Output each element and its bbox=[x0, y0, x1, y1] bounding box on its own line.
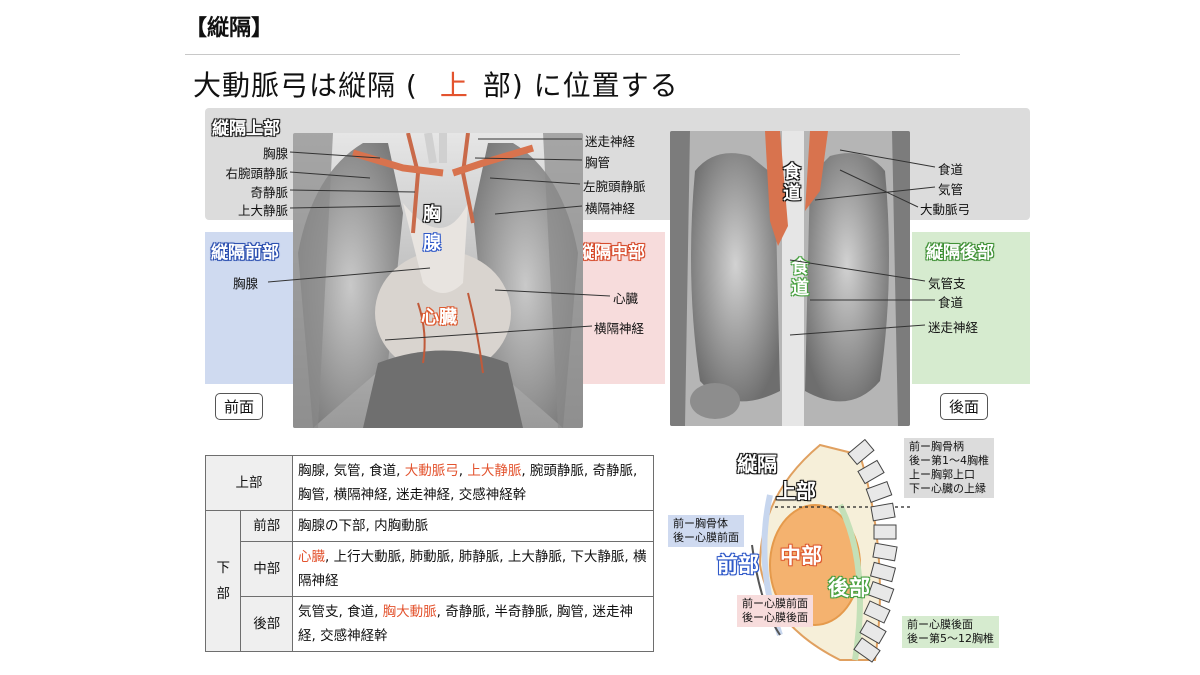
middle-band bbox=[570, 232, 665, 384]
divider bbox=[185, 54, 960, 55]
headline: 大動脈弓は縦隔 ( 上部) に位置する bbox=[193, 64, 679, 104]
front-anatomy-illustration bbox=[293, 133, 583, 428]
headline-answer: 上 bbox=[439, 69, 469, 102]
front-label-vagus-nerve: 迷走神経 bbox=[585, 134, 636, 149]
front-label-thymus: 胸腺 bbox=[262, 146, 288, 161]
diagram-label-middle: 中部 bbox=[780, 544, 822, 568]
diagram-title-mediastinum: 縦隔 bbox=[737, 452, 777, 476]
front-label-azygos-vein: 奇静脈 bbox=[250, 185, 288, 200]
back-label-esophagus: 食道 bbox=[938, 162, 964, 177]
front-label-phrenic-nerve-2: 横隔神経 bbox=[594, 321, 645, 336]
table-header-posterior: 後部 bbox=[240, 596, 293, 652]
table-header-middle: 中部 bbox=[240, 541, 293, 597]
back-view-tag: 後面 bbox=[940, 393, 989, 420]
table-cell-middle: 心臓, 上行大動脈, 肺動脈, 肺静脈, 上大静脈, 下大静脈, 横隔神経 bbox=[292, 541, 654, 597]
diagram-title-upper: 上部 bbox=[776, 479, 816, 503]
headline-after: 部) に位置する bbox=[482, 69, 679, 102]
front-label-heart: 心臓 bbox=[613, 291, 639, 306]
mediastinum-table: 上部 胸腺, 気管, 食道, 大動脈弓, 上大静脈, 腕頭静脈, 奇静脈, 胸管… bbox=[204, 455, 654, 652]
posterior-band bbox=[912, 232, 1030, 384]
front-label-right-brachiocephalic-vein: 右腕頭静脈 bbox=[225, 166, 288, 181]
heart-overlay: 心臓 bbox=[421, 307, 457, 328]
note-anterior-boundaries: 前ー胸骨体 後ー心膜前面 bbox=[668, 515, 744, 547]
headline-before: 大動脈弓は縦隔 ( bbox=[193, 69, 418, 102]
table-row-middle: 中部 心臓, 上行大動脈, 肺動脈, 肺静脈, 上大静脈, 下大静脈, 横隔神経 bbox=[206, 541, 654, 597]
front-view-tag: 前面 bbox=[215, 393, 264, 420]
back-label-trachea: 気管 bbox=[938, 182, 964, 197]
table-cell-upper: 胸腺, 気管, 食道, 大動脈弓, 上大静脈, 腕頭静脈, 奇静脈, 胸管, 横… bbox=[292, 455, 654, 511]
section-title: 【縦隔】 bbox=[185, 16, 274, 41]
back-label-bronchus: 気管支 bbox=[928, 276, 966, 291]
diagram-label-anterior: 前部 bbox=[717, 553, 759, 577]
thymus-overlay-bottom: 腺 bbox=[423, 233, 441, 254]
note-middle-boundaries: 前ー心膜前面 後ー心膜後面 bbox=[737, 595, 813, 627]
middle-band-label: 縦隔中部 bbox=[577, 243, 645, 263]
table-cell-anterior: 胸腺の下部, 内胸動脈 bbox=[292, 510, 654, 542]
table-row-upper: 上部 胸腺, 気管, 食道, 大動脈弓, 上大静脈, 腕頭静脈, 奇静脈, 胸管… bbox=[205, 455, 654, 511]
esophagus-overlay-top: 食道 bbox=[783, 162, 801, 204]
posterior-band-label: 縦隔後部 bbox=[926, 243, 994, 263]
front-label-thymus-2: 胸腺 bbox=[233, 276, 259, 291]
front-label-superior-vena-cava: 上大静脈 bbox=[237, 203, 288, 218]
thymus-overlay-top: 胸 bbox=[423, 204, 441, 225]
diagram-label-posterior: 後部 bbox=[828, 576, 870, 600]
back-label-aortic-arch: 大動脈弓 bbox=[920, 202, 971, 217]
superior-band-label: 縦隔上部 bbox=[212, 119, 280, 139]
table-row-posterior: 後部 気管支, 食道, 胸大動脈, 奇静脈, 半奇静脈, 胸管, 迷走神経, 交… bbox=[206, 596, 654, 652]
anterior-band-label: 縦隔前部 bbox=[211, 243, 279, 263]
table-header-lower: 下部 bbox=[204, 510, 242, 652]
esophagus-overlay-bottom: 食道 bbox=[791, 257, 809, 299]
note-superior-boundaries: 前ー胸骨柄 後ー第1〜4胸椎 上ー胸郭上口 下ー心臓の上縁 bbox=[904, 438, 994, 498]
front-label-phrenic-nerve: 横隔神経 bbox=[585, 201, 636, 216]
table-header-anterior: 前部 bbox=[240, 510, 293, 542]
back-label-esophagus-2: 食道 bbox=[938, 295, 964, 310]
anterior-band bbox=[205, 232, 299, 384]
table-cell-posterior: 気管支, 食道, 胸大動脈, 奇静脈, 半奇静脈, 胸管, 迷走神経, 交感神経… bbox=[292, 596, 654, 652]
note-posterior-boundaries: 前ー心膜後面 後ー第5〜12胸椎 bbox=[902, 616, 999, 648]
table-row-anterior: 下部 前部 胸腺の下部, 内胸動脈 bbox=[204, 510, 654, 652]
table-header-upper: 上部 bbox=[205, 455, 293, 511]
front-label-thoracic-duct: 胸管 bbox=[585, 155, 611, 170]
back-label-vagus-nerve: 迷走神経 bbox=[928, 320, 979, 335]
front-label-left-brachiocephalic-vein: 左腕頭静脈 bbox=[583, 179, 646, 194]
